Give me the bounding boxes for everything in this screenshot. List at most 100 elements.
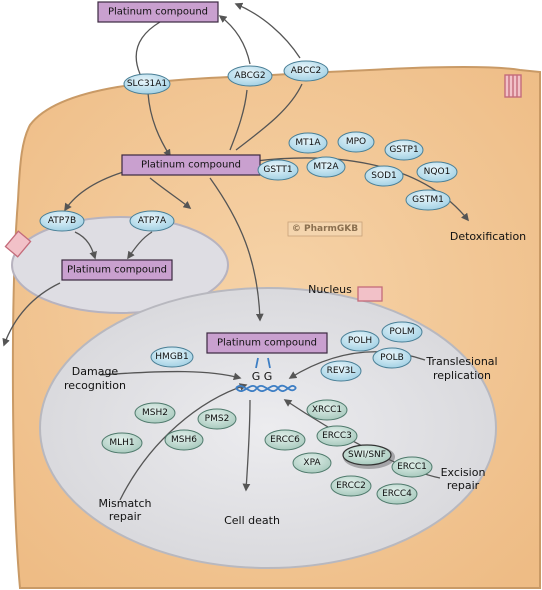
protein-polb: POLB (372, 347, 412, 369)
protein-mlh1: MLH1 (101, 432, 143, 454)
vesicle-channel-icon (4, 230, 32, 258)
label-excision-2: repair (447, 479, 480, 492)
svg-text:POLB: POLB (380, 353, 404, 363)
protein-ercc2: ERCC2 (330, 475, 372, 497)
box-top: Platinum compound (97, 1, 219, 23)
svg-text:© PharmGKB: © PharmGKB (292, 224, 358, 234)
svg-text:NQO1: NQO1 (424, 167, 451, 177)
protein-ercc3: ERCC3 (316, 425, 358, 447)
label-translesional-2: replication (433, 369, 491, 382)
label-gg: G G (252, 370, 273, 383)
enzyme-gstp1: GSTP1 (384, 139, 424, 161)
transporter-abcc2: ABCC2 (283, 60, 329, 82)
enzyme-mpo: MPO (337, 131, 375, 153)
arrow-slc31a1-to-cyto (147, 92, 171, 158)
protein-swi-snf: SWI/SNF (342, 444, 395, 469)
enzyme-mt2a: MT2A (306, 156, 346, 178)
arrow-damage-recognition (99, 370, 242, 381)
svg-text:POLM: POLM (389, 327, 414, 337)
protein-ercc6: ERCC6 (264, 429, 306, 451)
protein-xrcc1: XRCC1 (306, 399, 348, 421)
label-mismatch-2: repair (109, 510, 142, 523)
arrow-cyto-to-abcg2 (229, 89, 248, 151)
watermark: © PharmGKB (287, 221, 363, 237)
transporter-slc31a1: SLC31A1 (123, 73, 171, 95)
svg-text:ERCC2: ERCC2 (336, 481, 366, 491)
enzyme-nqo1: NQO1 (416, 161, 458, 183)
svg-text:ATP7B: ATP7B (48, 216, 76, 226)
label-translesional-1: Translesional (425, 355, 497, 368)
arrow-cell-death (242, 399, 251, 492)
svg-text:ABCG2: ABCG2 (234, 71, 265, 81)
svg-text:MLH1: MLH1 (109, 438, 134, 448)
label-damage-1: Damage (72, 365, 119, 378)
arrow-atp7a-to-vesicle (127, 231, 153, 260)
arrow-cyto-to-abcc2 (235, 83, 303, 151)
svg-text:MT2A: MT2A (313, 162, 339, 172)
arrow-mismatch (119, 383, 248, 501)
arrow-cyto-to-nucleus (209, 177, 264, 322)
transporter-atp7b: ATP7B (39, 210, 85, 232)
enzyme-gstt1: GSTT1 (257, 159, 299, 181)
protein-polh: POLH (340, 330, 380, 352)
svg-text:SOD1: SOD1 (371, 171, 396, 181)
protein-polm: POLM (381, 321, 423, 343)
box-cytoplasm-label: Platinum compound (141, 160, 241, 171)
protein-rev3l: REV3L (320, 360, 362, 382)
svg-text:REV3L: REV3L (327, 366, 356, 376)
svg-text:MT1A: MT1A (295, 138, 321, 148)
svg-text:SLC31A1: SLC31A1 (127, 79, 167, 89)
svg-text:XRCC1: XRCC1 (312, 405, 342, 415)
enzyme-mt1a: MT1A (288, 132, 328, 154)
svg-text:GSTT1: GSTT1 (263, 165, 292, 175)
protein-msh2: MSH2 (134, 402, 176, 424)
label-cell-death: Cell death (224, 514, 280, 527)
transporter-abcg2: ABCG2 (227, 65, 273, 87)
protein-msh6: MSH6 (164, 429, 204, 451)
enzyme-sod1: SOD1 (364, 165, 404, 187)
protein-hmgb1: HMGB1 (150, 346, 194, 368)
box-cytoplasm: Platinum compound (121, 154, 261, 176)
protein-xpa: XPA (292, 452, 332, 474)
svg-text:HMGB1: HMGB1 (155, 352, 188, 362)
box-nucleus: Platinum compound (206, 332, 328, 354)
box-vesicle: Platinum compound (61, 259, 173, 281)
svg-text:ERCC6: ERCC6 (270, 435, 300, 445)
svg-text:MSH2: MSH2 (142, 408, 168, 418)
box-vesicle-label: Platinum compound (67, 265, 167, 276)
protein-pms2: PMS2 (197, 408, 237, 430)
transporter-atp7a: ATP7A (129, 210, 175, 232)
box-nucleus-label: Platinum compound (217, 338, 317, 349)
protein-ercc1: ERCC1 (391, 456, 433, 478)
svg-text:ATP7A: ATP7A (138, 216, 167, 226)
arrow-vesicle-out (2, 282, 61, 347)
label-mismatch-1: Mismatch (98, 497, 151, 510)
svg-text:GSTM1: GSTM1 (412, 195, 444, 205)
arrow-abcc2-out (234, 2, 301, 59)
svg-text:POLH: POLH (348, 336, 372, 346)
membrane-channel-icon (504, 74, 522, 98)
enzyme-gstm1: GSTM1 (405, 189, 451, 211)
dna-helix-icon (235, 357, 297, 392)
box-top-label: Platinum compound (108, 7, 208, 18)
arrow-atp7b-to-vesicle (74, 231, 97, 260)
label-damage-2: recognition (64, 379, 126, 392)
arrow-abcg2-out (218, 15, 251, 65)
svg-text:GSTP1: GSTP1 (389, 145, 418, 155)
svg-text:SWI/SNF: SWI/SNF (348, 450, 386, 460)
arrow-cyto-to-atp7a (149, 177, 192, 209)
label-excision-1: Excision (441, 466, 486, 479)
svg-text:ABCC2: ABCC2 (291, 66, 321, 76)
svg-text:XPA: XPA (303, 458, 321, 468)
svg-text:ERCC4: ERCC4 (382, 489, 412, 499)
nuclear-pore-icon (357, 286, 383, 302)
svg-text:MPO: MPO (346, 137, 366, 147)
svg-text:ERCC1: ERCC1 (397, 462, 427, 472)
arrow-top-to-slc31a1 (135, 21, 161, 75)
label-detoxification: Detoxification (450, 230, 526, 243)
svg-text:MSH6: MSH6 (171, 435, 197, 445)
label-nucleus: Nucleus (308, 283, 352, 296)
svg-text:ERCC3: ERCC3 (322, 431, 352, 441)
